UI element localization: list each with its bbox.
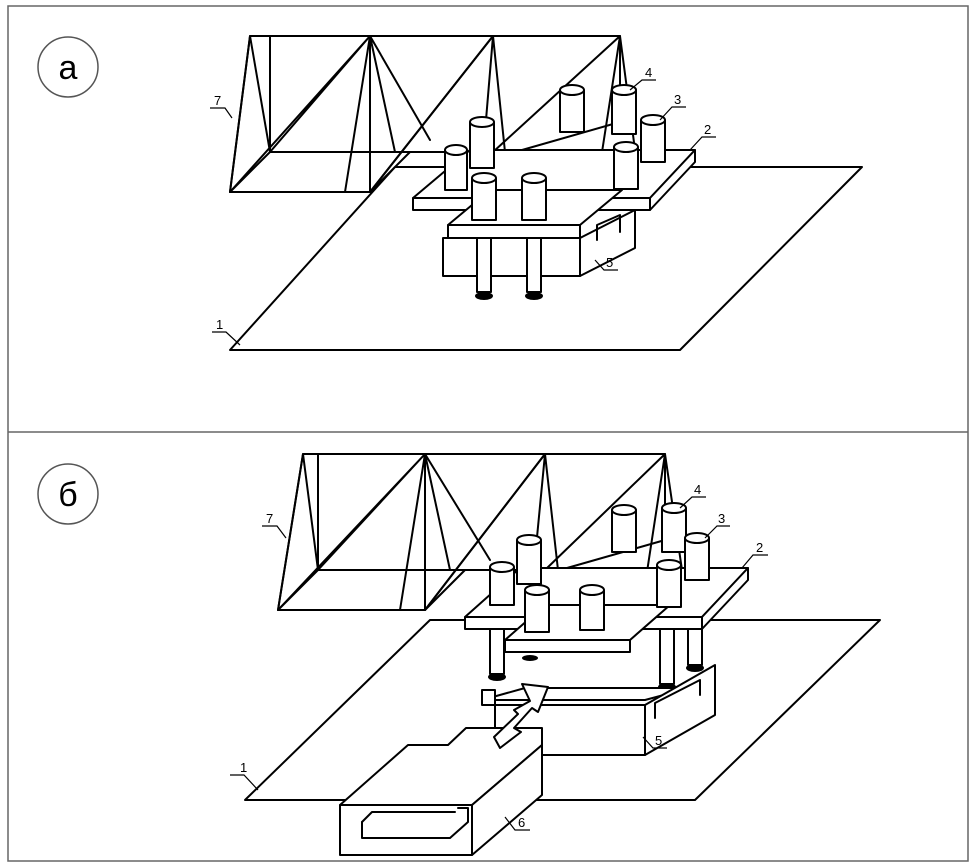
label-a-4: 4 [645,65,652,80]
support-legs [475,237,543,300]
panel-b-labels: 1 7 4 3 2 5 6 [230,482,768,831]
label-b-6: 6 [518,815,525,830]
label-b-2: 2 [756,540,763,555]
label-a-2: 2 [704,122,711,137]
panel-b-badge-text: б [58,476,77,514]
diagram-frame [7,5,969,862]
label-b-1: 1 [240,760,247,775]
cylinders [444,84,666,221]
seabed-plane-b [244,619,881,801]
support-legs-b [488,628,704,691]
panel-a: а [37,35,863,351]
label-a-5: 5 [606,255,613,270]
seabed-plane [229,166,863,351]
panel-b-badge: б [37,463,99,525]
panel-a-labels: 1 7 4 3 2 5 [210,65,716,346]
panel-a-badge-text: а [59,49,78,87]
label-a-3: 3 [674,92,681,107]
label-b-4: 4 [694,482,701,497]
transfer-arrow [493,683,549,749]
label-a-7: 7 [214,93,221,108]
label-b-5: 5 [655,733,662,748]
panel-a-badge: а [37,36,99,98]
label-b-7: 7 [266,511,273,526]
cylinders-b [489,502,710,633]
label-b-3: 3 [718,511,725,526]
panel-b: б [37,453,881,856]
label-a-1: 1 [216,317,223,332]
transport-barge [339,727,543,856]
